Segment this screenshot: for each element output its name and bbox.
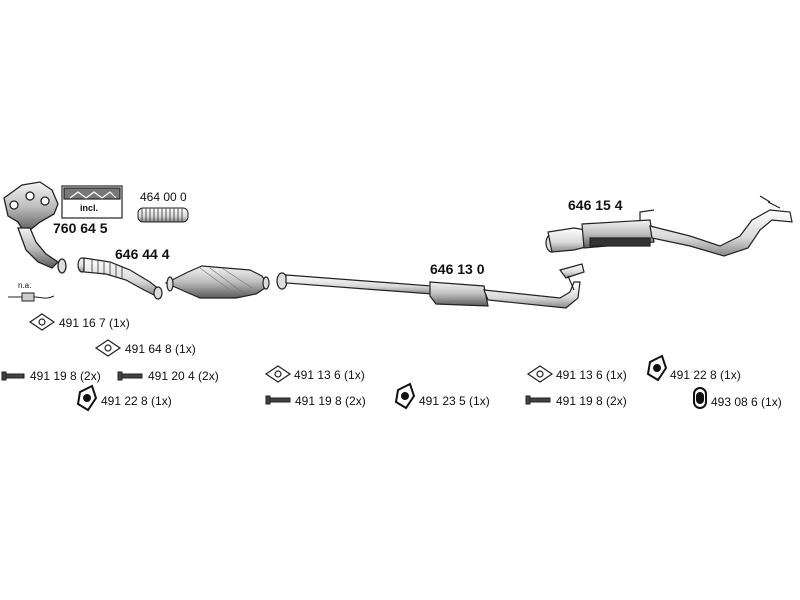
hardware-label: 491 23 5 (1x) xyxy=(419,394,490,408)
part-number-front-pipe: 646 44 4 xyxy=(115,246,170,262)
front-pipe xyxy=(77,257,163,300)
bolt-icon xyxy=(525,395,551,405)
gasket-icon xyxy=(264,365,292,383)
hardware-label: 493 08 6 (1x) xyxy=(711,395,782,409)
hardware-label: 491 22 8 (1x) xyxy=(101,394,172,408)
gasket-icon xyxy=(526,365,554,383)
bolt-icon xyxy=(1,371,25,381)
rubber-mount-icon xyxy=(646,354,668,382)
hardware-label: 491 19 8 (2x) xyxy=(556,394,627,408)
gasket-icon xyxy=(94,339,122,357)
bolt-icon xyxy=(117,371,143,381)
lambda-sensor xyxy=(8,292,55,302)
part-number-flex-pipe: 464 00 0 xyxy=(140,190,187,204)
rubber-mount-icon xyxy=(394,382,416,410)
gasket-kit-box xyxy=(61,185,123,219)
bolt-icon xyxy=(265,395,291,405)
rubber-ring-icon xyxy=(693,387,707,409)
part-number-rear-muffler: 646 15 4 xyxy=(568,197,623,213)
not-available-label: n.a. xyxy=(18,281,32,290)
middle-pipe xyxy=(276,263,585,309)
catalytic-converter xyxy=(164,265,270,299)
hardware-label: 491 13 6 (1x) xyxy=(294,368,365,382)
part-number-middle-pipe: 646 13 0 xyxy=(430,261,485,277)
hardware-label: 491 64 8 (1x) xyxy=(125,342,196,356)
hardware-label: 491 16 7 (1x) xyxy=(59,316,130,330)
incl-label: incl. xyxy=(80,203,99,213)
flex-pipe xyxy=(137,207,189,223)
hardware-label: 491 19 8 (2x) xyxy=(295,394,366,408)
part-number-manifold-kit: 760 64 5 xyxy=(53,220,108,236)
rear-muffler xyxy=(545,195,793,257)
hardware-label: 491 13 6 (1x) xyxy=(556,368,627,382)
hardware-label: 491 19 8 (2x) xyxy=(30,369,101,383)
hardware-label: 491 22 8 (1x) xyxy=(670,368,741,382)
hardware-label: 491 20 4 (2x) xyxy=(148,369,219,383)
rubber-mount-icon xyxy=(76,384,98,412)
gasket-icon xyxy=(28,313,56,331)
exhaust-manifold xyxy=(3,181,67,274)
